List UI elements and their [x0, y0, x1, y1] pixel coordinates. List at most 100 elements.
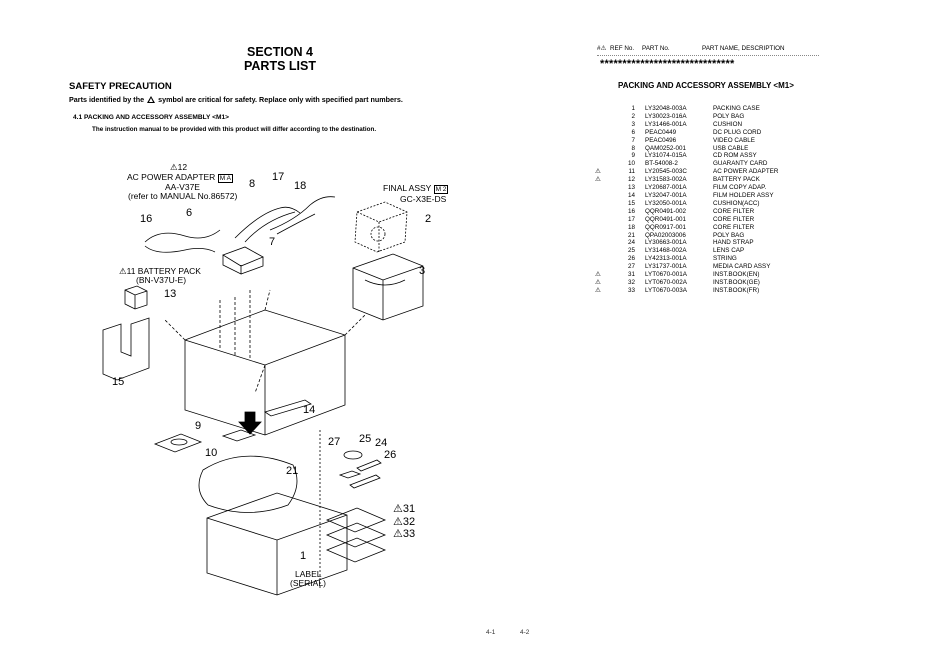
item-18: 18	[294, 180, 307, 192]
ref-no: 25	[627, 247, 635, 255]
item-17: 17	[272, 171, 285, 183]
packing-case-closed-icon	[206, 492, 348, 596]
label-label: LABEL	[295, 569, 322, 579]
ref-no: 12	[627, 176, 635, 184]
ref-no: 24	[627, 239, 635, 247]
cushion-icon	[352, 253, 424, 321]
usb-cable-icon	[234, 206, 301, 239]
ref-no: 13	[627, 184, 635, 192]
part-no: LY20687-001A	[645, 184, 687, 192]
part-description: CUSHION	[713, 120, 743, 128]
part-description: CUSHION(ACC)	[713, 199, 760, 207]
ref-no: 10	[627, 160, 635, 168]
parts-list-title: PACKING AND ACCESSORY ASSEMBLY <M1>	[618, 81, 794, 90]
inst-book-ge-icon	[325, 522, 387, 548]
video-cable-icon	[269, 196, 336, 231]
string-icon	[349, 474, 381, 489]
item-9: 9	[195, 420, 202, 432]
part-no: LYT0670-001A	[645, 271, 687, 279]
item-32: ⚠32	[393, 516, 416, 528]
item-24: 24	[375, 437, 388, 449]
safety-mark	[595, 113, 607, 121]
page-number-left: 4-1	[486, 629, 496, 636]
subsection-heading: 4.1 PACKING AND ACCESSORY ASSEMBLY <M1>	[73, 114, 229, 121]
camera-icon	[354, 201, 408, 253]
ref-no: 31	[627, 271, 635, 279]
ref-no: 8	[631, 144, 635, 152]
ref-no: 9	[631, 152, 635, 160]
safety-mark	[595, 145, 607, 153]
part-description: DC PLUG CORD	[713, 128, 762, 136]
ref-no: 32	[627, 278, 635, 286]
item-31: ⚠31	[393, 503, 416, 515]
ref-no: 1	[631, 105, 635, 112]
ref-no: 26	[627, 255, 635, 263]
safety-mark	[595, 121, 607, 129]
battery-icon	[124, 285, 148, 310]
part-description: CORE FILTER	[713, 223, 755, 231]
media-card-icon	[338, 470, 362, 479]
item-3: 3	[419, 265, 426, 277]
header-ref: REF No.	[610, 45, 635, 52]
safety-mark	[595, 152, 607, 160]
part-no: BT-54008-2	[645, 160, 678, 168]
part-description: CORE FILTER	[713, 207, 755, 215]
safety-mark	[595, 160, 607, 168]
part-description: INST.BOOK(EN)	[713, 271, 760, 279]
safety-mark: ⚠	[595, 286, 601, 294]
part-no: LYT0670-002A	[645, 278, 687, 286]
inst-book-fr-icon	[325, 537, 387, 563]
part-description: POLY BAG	[713, 231, 745, 239]
item-16: 16	[140, 213, 153, 225]
part-no: LY31466-001A	[645, 120, 687, 128]
item-26: 26	[384, 449, 397, 461]
part-no: LY30663-001A	[645, 239, 687, 247]
safety-heading: SAFETY PRECAUTION	[69, 81, 172, 92]
safety-mark	[595, 224, 607, 232]
ref-no: 21	[627, 231, 635, 239]
ref-no: 11	[628, 168, 635, 176]
ref-no: 14	[627, 191, 635, 199]
part-no: LY31583-002A	[645, 176, 687, 184]
ref-no: 18	[627, 223, 635, 231]
ref-no: 33	[627, 286, 635, 294]
safety-text-pre: Parts identified by the	[69, 95, 145, 104]
label-serial: (SERIAL)	[290, 578, 326, 588]
part-description: INST.BOOK(GE)	[713, 278, 760, 286]
safety-mark	[595, 129, 607, 137]
label-12: ⚠12	[170, 162, 188, 172]
ref-no: 27	[627, 263, 635, 271]
item-1: 1	[300, 550, 307, 562]
safety-mark	[595, 239, 607, 247]
cushion-acc-icon	[102, 317, 150, 381]
item-10: 10	[205, 447, 218, 459]
item-8: 8	[249, 178, 256, 190]
part-no: LY30023-016A	[645, 112, 687, 120]
part-description: STRING	[713, 255, 737, 263]
part-no: QAM0252-001	[645, 144, 686, 152]
label-final-assy: FINAL ASSY M 2	[383, 184, 449, 194]
item-21: 21	[286, 465, 299, 477]
part-description: CD ROM ASSY	[713, 152, 757, 160]
lens-cap-icon	[343, 450, 363, 460]
part-no: LY31468-002A	[645, 247, 687, 255]
part-description: VIDEO CABLE	[713, 136, 755, 144]
m2-mark: M 2	[433, 185, 449, 194]
header-divider	[597, 55, 819, 56]
part-description: PACKING CASE	[713, 105, 760, 112]
safety-mark	[595, 208, 607, 216]
